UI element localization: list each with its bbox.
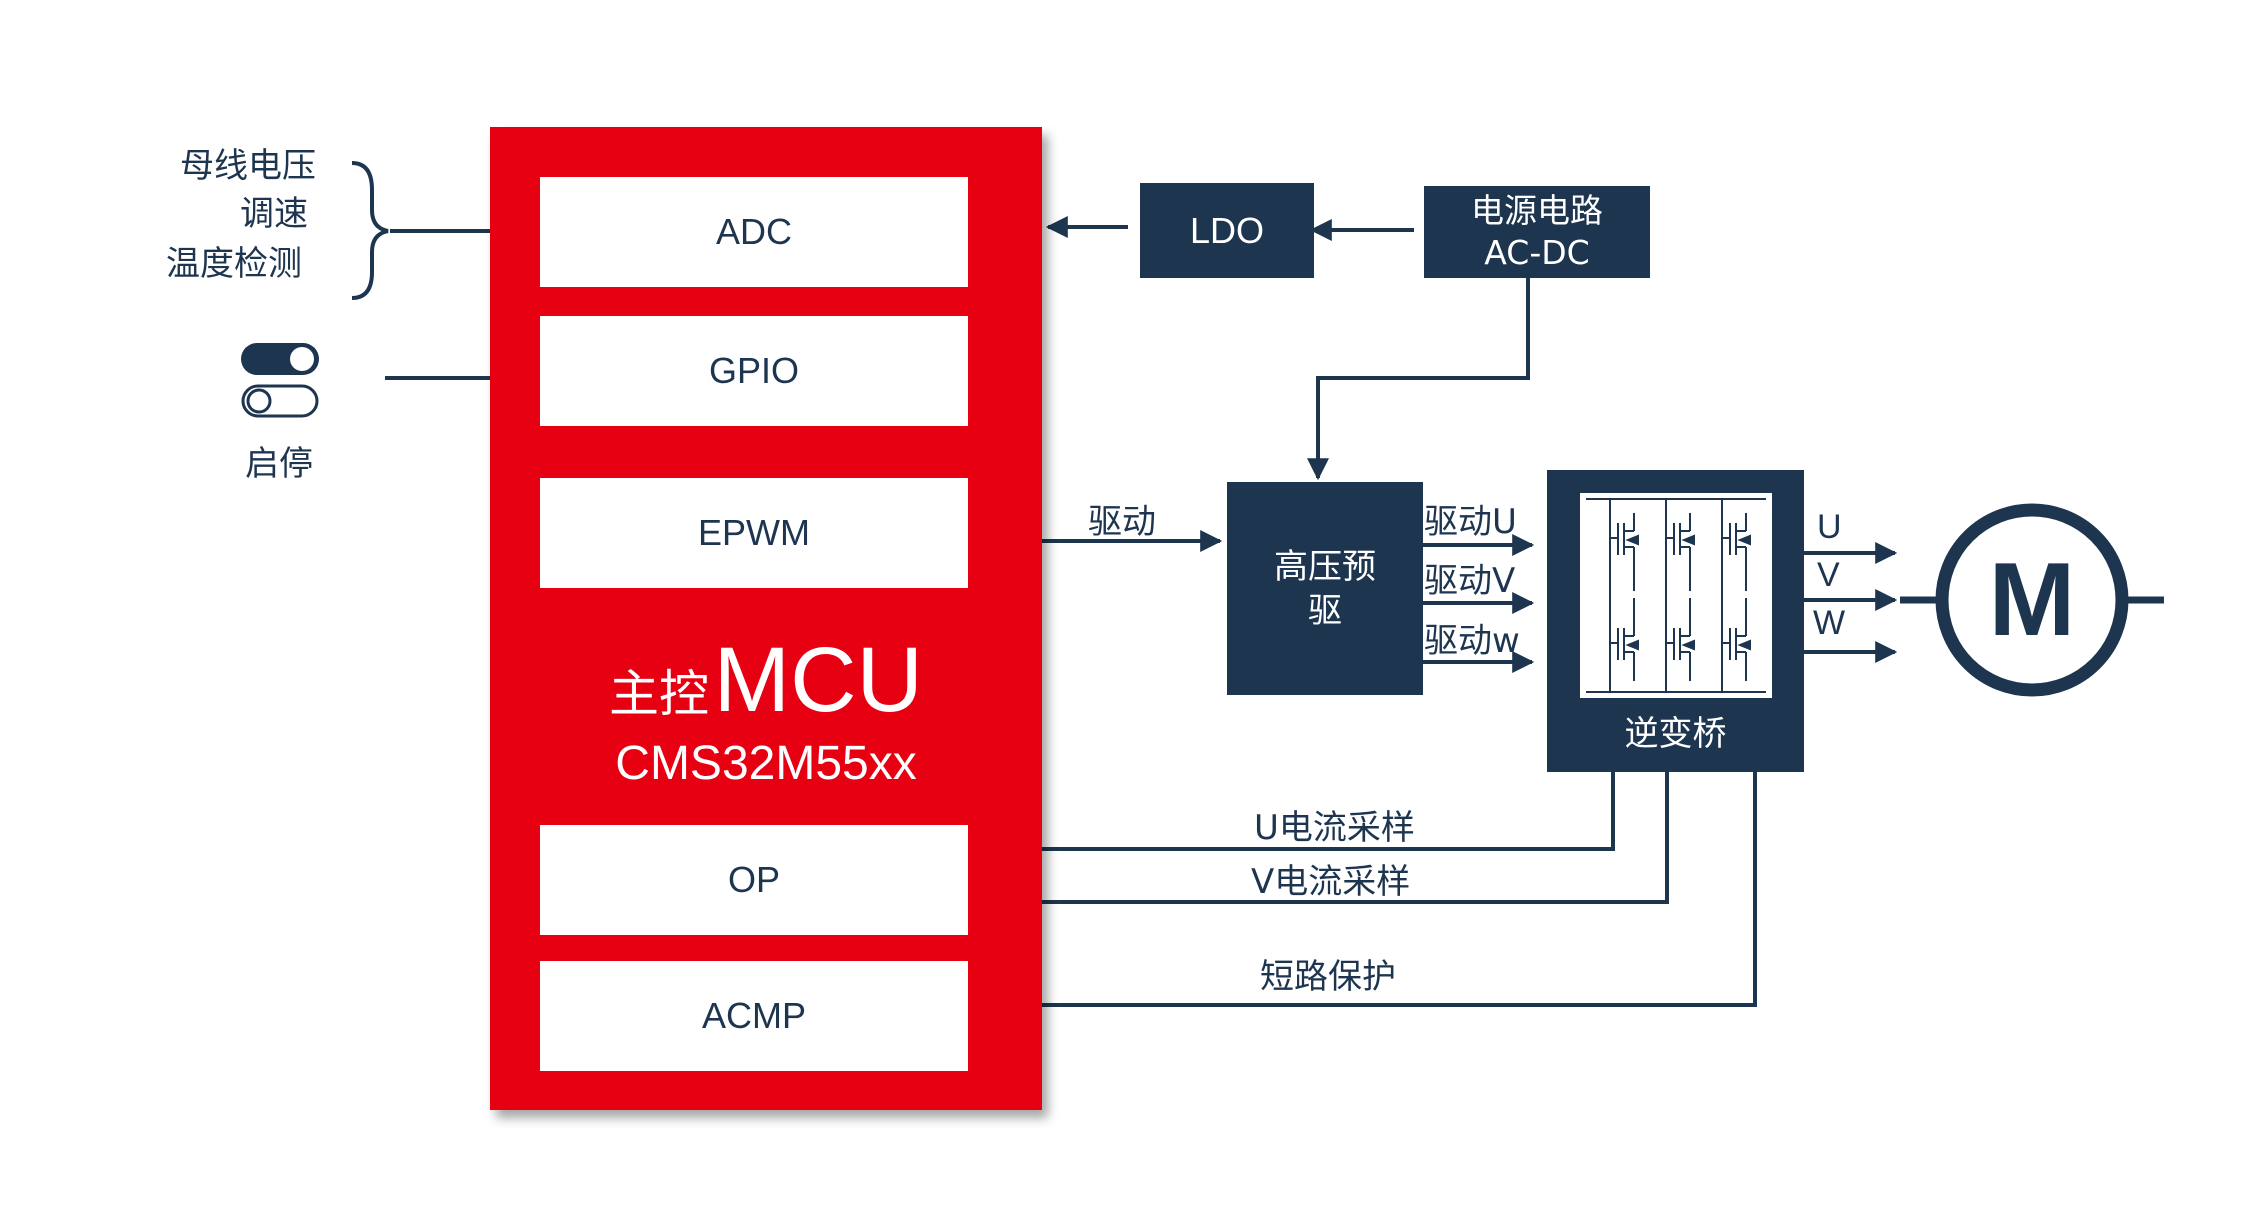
- arrow-v-current: [985, 768, 1669, 913]
- label-u-current-sampling: U电流采样: [1254, 808, 1415, 848]
- arrow-supply-to-predriver: [1307, 278, 1530, 481]
- predriver-label-line2: 驱: [1308, 590, 1342, 631]
- inverter-bridge-schematic: [1580, 493, 1772, 698]
- predriver-block: 高压预 驱: [1227, 482, 1423, 695]
- bridge-leg: [1609, 499, 1639, 692]
- label-drive: 驱动: [1088, 502, 1156, 542]
- mcu-block: [490, 127, 1042, 1110]
- label-drive-v: 驱动V: [1424, 561, 1516, 601]
- acmp-block: ACMP: [540, 961, 968, 1071]
- label-v-current-sampling: V电流采样: [1251, 862, 1411, 902]
- op-block: OP: [540, 825, 968, 935]
- arrow-short-protect: [985, 768, 1757, 1016]
- power-supply-type: AC-DC: [1484, 233, 1590, 272]
- label-bus-voltage: 母线电压: [180, 146, 316, 186]
- label-drive-u: 驱动U: [1424, 502, 1517, 542]
- toggle-switch-icon: [241, 343, 319, 418]
- label-phase-w: W: [1813, 604, 1846, 642]
- motor-icon: [1900, 503, 2164, 697]
- bridge-leg: [1721, 499, 1751, 692]
- gpio-block: GPIO: [540, 316, 968, 426]
- label-drive-w: 驱动w: [1424, 621, 1520, 661]
- mcu-title-name: MCU: [713, 629, 923, 731]
- mcu-model: CMS32M55xx: [615, 737, 917, 790]
- label-temperature-detect: 温度检测: [166, 244, 302, 284]
- arrow-u-current: [985, 768, 1615, 860]
- label-phase-v: V: [1817, 556, 1840, 594]
- label-phase-u: U: [1817, 508, 1842, 546]
- label-speed-control: 调速: [240, 194, 308, 234]
- adc-block: ADC: [540, 177, 968, 287]
- motor-label: M: [1988, 542, 2076, 658]
- mcu-title: 主控 MCU: [490, 628, 1042, 733]
- power-supply-block: 电源电路 AC-DC: [1424, 186, 1650, 278]
- inverter-label: 逆变桥: [1624, 714, 1727, 754]
- input-brace: [351, 161, 389, 300]
- label-start-stop: 启停: [245, 444, 313, 484]
- label-short-circuit-protection: 短路保护: [1260, 957, 1396, 997]
- ldo-label: LDO: [1189, 209, 1265, 251]
- predriver-label-line1: 高压预: [1274, 546, 1376, 587]
- epwm-block: EPWM: [540, 478, 968, 588]
- power-supply-label: 电源电路: [1471, 191, 1603, 230]
- mcu-title-prefix: 主控: [609, 665, 710, 723]
- ldo-block: LDO: [1140, 183, 1314, 278]
- bridge-leg: [1665, 499, 1695, 692]
